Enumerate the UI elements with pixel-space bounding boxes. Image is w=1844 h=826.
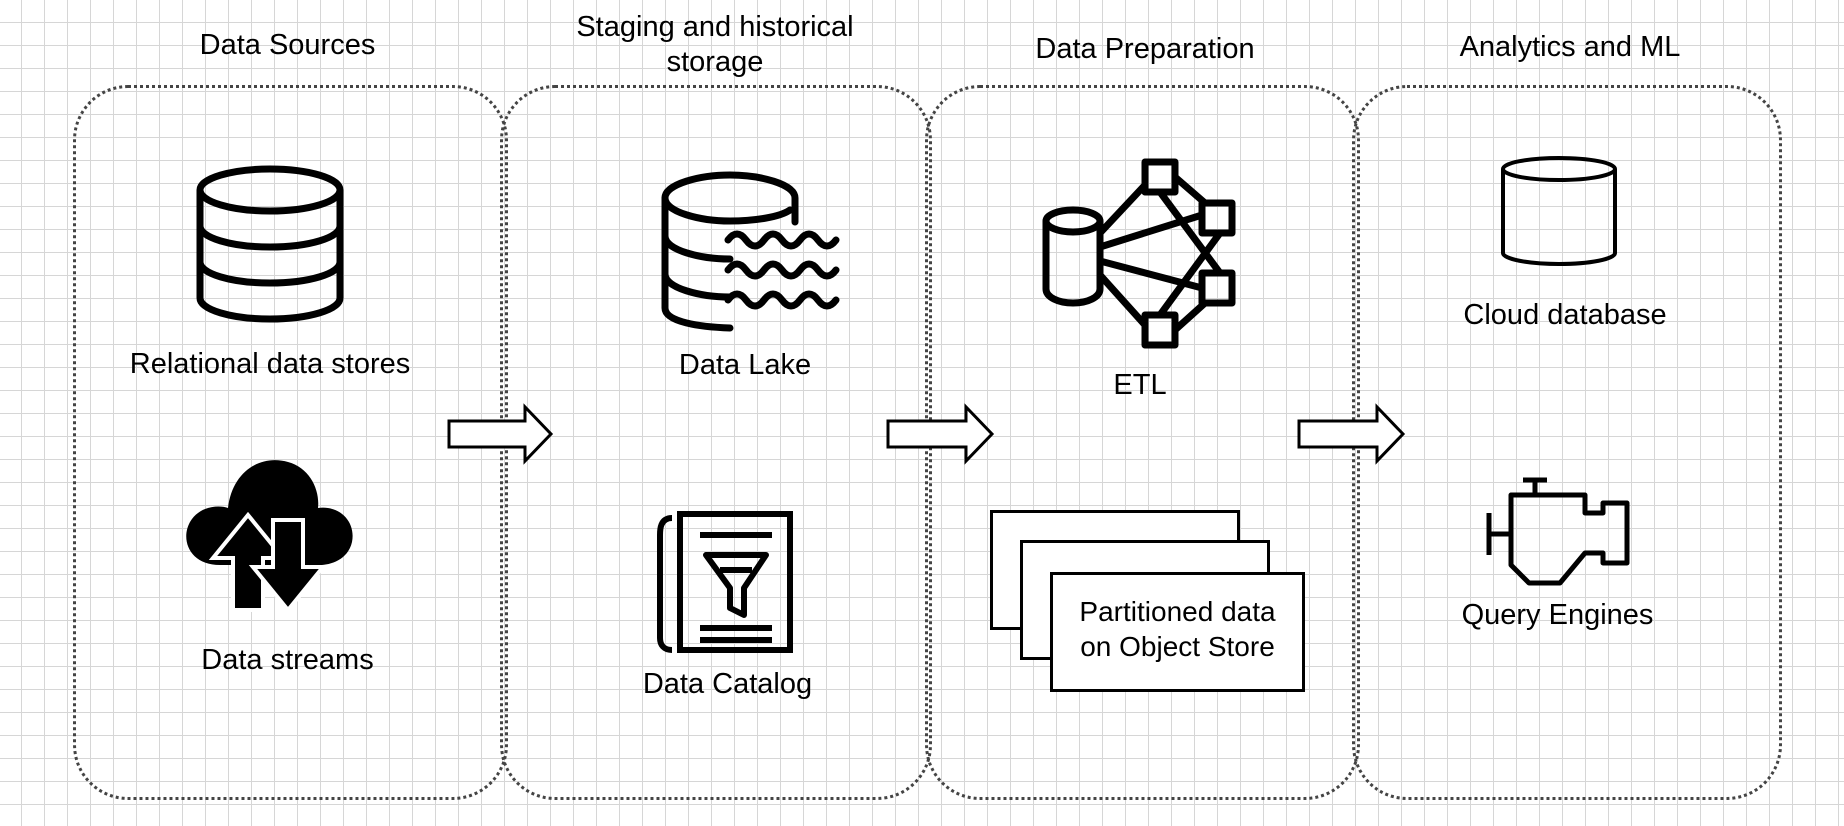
stage-title-analytics: Analytics and ML — [1459, 31, 1681, 63]
data-streams-label: Data streams — [201, 644, 374, 676]
data-catalog-label: Data Catalog — [642, 668, 813, 700]
etl-network-icon — [1040, 155, 1240, 355]
partitioned-data-page — [1050, 572, 1305, 692]
etl-label: ETL — [1113, 369, 1167, 401]
cylinder-database-icon — [1500, 155, 1618, 267]
cloud-upload-download-icon — [180, 450, 358, 615]
data-lake-icon — [660, 170, 840, 335]
relational-data-stores-label: Relational data stores — [129, 348, 411, 380]
cloud-database-label: Cloud database — [1463, 299, 1667, 331]
right-arrow-icon — [886, 403, 995, 465]
right-arrow-icon — [447, 403, 554, 465]
catalog-filter-icon — [657, 510, 795, 655]
partitioned-data-label: Partitioned data on Object Store — [1079, 596, 1276, 662]
stage-title-data-preparation: Data Preparation — [1035, 33, 1255, 65]
stage-title-staging: Staging and historical storage — [576, 11, 854, 78]
database-icon — [195, 165, 345, 325]
engine-icon — [1485, 475, 1630, 586]
query-engines-label: Query Engines — [1461, 599, 1654, 631]
right-arrow-icon — [1297, 403, 1406, 465]
stage-title-data-sources: Data Sources — [199, 29, 376, 61]
data-lake-label: Data Lake — [678, 349, 812, 381]
